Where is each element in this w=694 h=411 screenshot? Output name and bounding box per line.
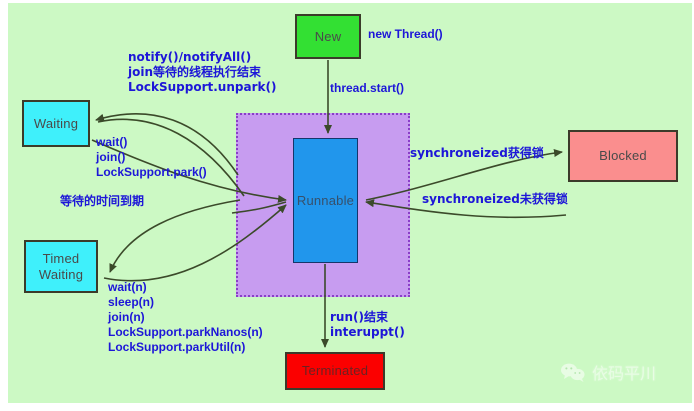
edge-label-sync-not-acquired: synchroneized未获得锁 [422,192,568,207]
state-node-blocked[interactable]: Blocked [568,130,678,182]
state-node-timed-waiting[interactable]: Timed Waiting [24,240,98,293]
state-node-blocked-label: Blocked [599,148,647,164]
wait-line-3: LockSupport.park() [96,165,207,179]
timed-line-4: LockSupport.parkNanos(n) [108,325,263,339]
state-node-runnable[interactable]: Runnable [293,138,358,263]
watermark: 依码平川 [560,360,656,384]
timed-line-3: join(n) [108,310,145,324]
state-node-new-label: New [314,28,342,44]
state-node-timed-waiting-label: Timed Waiting [39,251,83,282]
time-expire-text: 等待的时间到期 [60,194,145,208]
notify-line-2: join等待的线程执行结束 [128,65,262,79]
edge-label-timed-group: wait(n) sleep(n) join(n) LockSupport.par… [108,280,263,355]
edge-label-thread-start: thread.start() [330,81,404,96]
wait-line-1: wait() [96,135,128,149]
state-node-terminated[interactable]: Terminated [285,352,385,390]
edge-label-time-expire: 等待的时间到期 [60,194,144,209]
thread-start-text: thread.start() [330,81,405,95]
watermark-text: 依码平川 [592,364,657,383]
wait-line-2: join() [96,150,126,164]
edge-label-wait-group: wait() join() LockSupport.park() [96,135,207,180]
edge-label-notify-group: notify()/notifyAll() join等待的线程执行结束 LockS… [128,50,276,95]
edge-label-run-end: run()结束 interuppt() [330,310,405,340]
state-node-terminated-label: Terminated [301,363,369,379]
notify-line-3: LockSupport.unpark() [128,80,277,94]
run-end-line-1: run()结束 [330,310,388,324]
run-end-line-2: interuppt() [330,325,405,339]
wechat-icon [561,363,585,382]
state-node-runnable-label: Runnable [296,192,355,208]
new-thread-text: new Thread() [368,27,443,41]
timed-waiting-line-2: Waiting [38,266,84,282]
edge-label-sync-acquired: synchroneized获得锁 [410,146,544,161]
timed-line-5: LockSupport.parkUtil(n) [108,340,246,354]
sync-acquired-text: synchroneized获得锁 [410,146,544,160]
state-node-waiting-label: Waiting [33,115,79,131]
timed-waiting-line-1: Timed [42,251,80,267]
notify-line-1: notify()/notifyAll() [128,50,252,64]
state-node-waiting[interactable]: Waiting [22,100,90,147]
timed-line-1: wait(n) [108,280,147,294]
timed-line-2: sleep(n) [108,295,155,309]
edge-label-new-thread: new Thread() [368,27,443,42]
state-node-new[interactable]: New [295,14,361,59]
sync-not-acquired-text: synchroneized未获得锁 [422,192,568,206]
